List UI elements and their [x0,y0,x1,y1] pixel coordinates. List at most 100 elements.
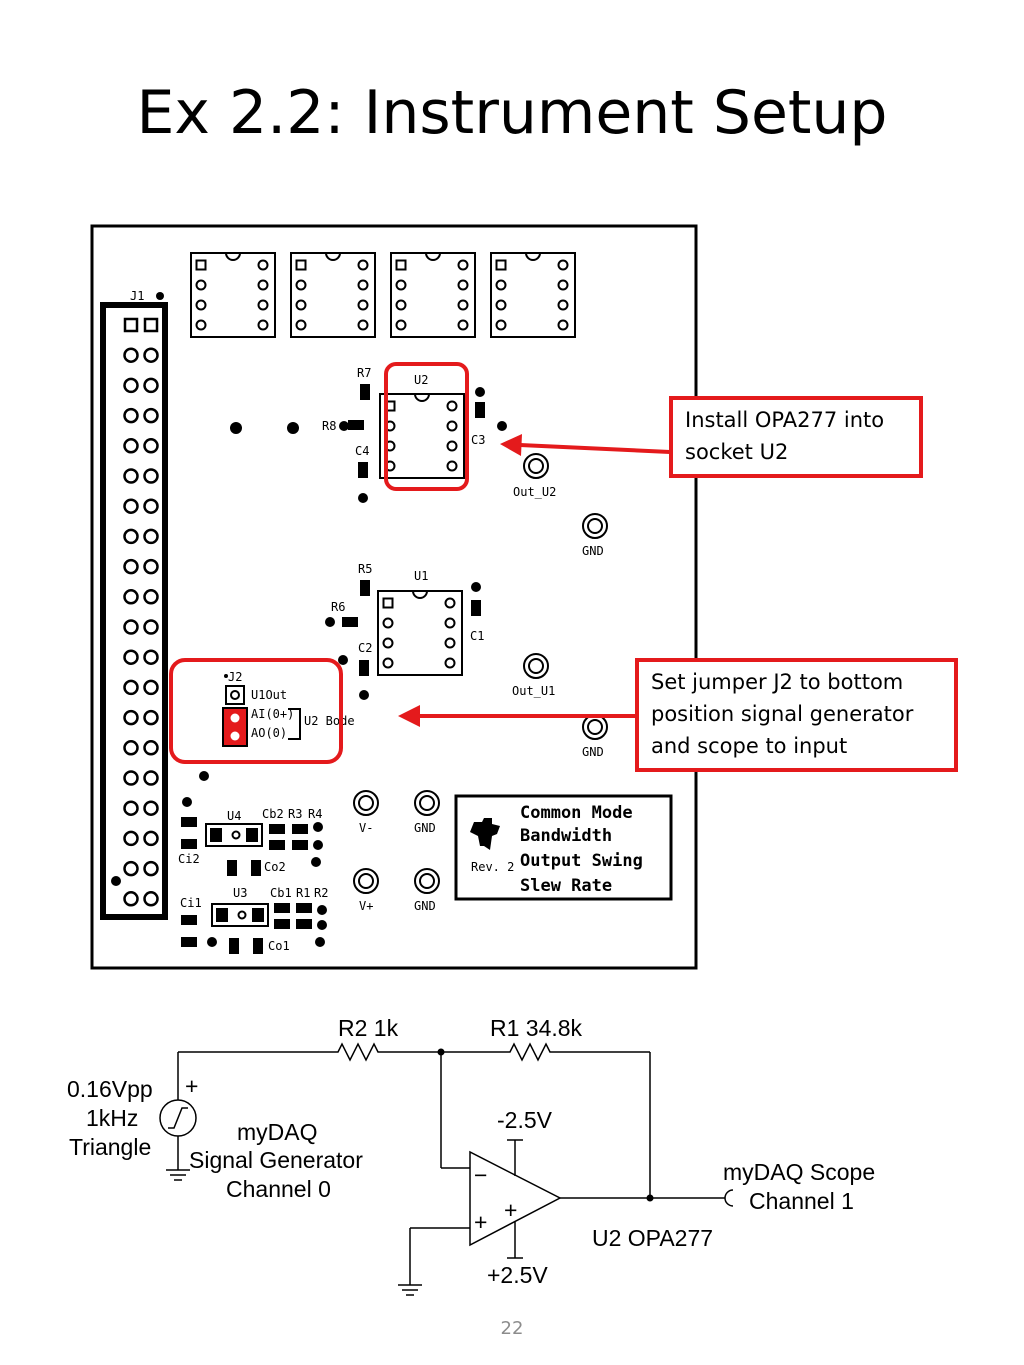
callout-jumper-j2: Set jumper J2 to bottom position signal … [635,658,958,772]
svg-text:R7: R7 [357,366,371,380]
svg-text:AI(0+): AI(0+) [251,707,294,721]
svg-text:Channel 1: Channel 1 [749,1188,854,1214]
svg-text:U2 OPA277: U2 OPA277 [592,1225,713,1251]
j1-pin [123,770,139,786]
scope-probe-icon [724,1189,734,1207]
j1-pin [143,860,159,877]
j1-pin [143,468,159,484]
j1-pin [123,709,139,726]
j1-pin [143,317,159,333]
svg-text:Co1: Co1 [268,939,290,953]
svg-text:Bandwidth: Bandwidth [520,826,612,846]
svg-text:+2.5V: +2.5V [487,1262,548,1288]
svg-text:R2: R2 [314,886,328,900]
svg-text:myDAQ Scope: myDAQ Scope [723,1159,875,1185]
svg-text:GND: GND [414,899,436,913]
svg-text:Co2: Co2 [264,860,286,874]
svg-text:GND: GND [414,821,436,835]
j1-pin [123,860,139,877]
j1-pin [123,740,139,756]
svg-text:R5: R5 [358,562,372,576]
resistor-r1 [502,1042,560,1062]
j1-pin [123,377,139,394]
j1-pin [143,589,159,605]
j1-pin [123,438,139,454]
j1-pin [123,468,139,484]
socket-u1: U1 R5 R6 C2 C1 [325,562,484,700]
svg-text:C2: C2 [358,641,372,655]
j1-pin [123,317,139,333]
svg-text:Output Swing: Output Swing [520,851,643,871]
arrow-u2 [500,434,671,456]
header-j1: J1 [100,289,168,920]
svg-text:Ci2: Ci2 [178,852,200,866]
svg-text:+: + [474,1209,487,1235]
j1-pin [143,558,159,575]
svg-text:myDAQ: myDAQ [237,1119,318,1145]
j1-pin [143,528,159,545]
j1-pin [143,377,159,394]
svg-text:Cb1: Cb1 [270,886,292,900]
svg-text:C4: C4 [355,444,369,458]
svg-text:U1Out: U1Out [251,688,287,702]
j1-pin [123,830,139,847]
svg-text:R6: R6 [331,600,345,614]
j1-pin [143,679,159,696]
svg-text:Signal Generator: Signal Generator [189,1147,363,1173]
svg-text:AO(0): AO(0) [251,726,287,740]
slide-title: Ex 2.2: Instrument Setup [136,78,888,148]
svg-text:U2: U2 [414,373,428,387]
j2-highlight [169,658,343,764]
svg-text:R1: R1 [296,886,310,900]
svg-text:J2: J2 [228,670,242,684]
j1-pin [143,891,159,907]
svg-text:Common Mode: Common Mode [520,803,633,823]
svg-text:Rev. 2: Rev. 2 [471,860,514,874]
svg-text:C3: C3 [471,433,485,447]
svg-text:U3: U3 [233,886,247,900]
label-j1: J1 [130,289,144,303]
j1-pin [123,679,139,696]
svg-text:U4: U4 [227,809,241,823]
svg-text:Out_U1: Out_U1 [512,684,555,698]
j1-pin [123,558,139,575]
j1-pin [143,438,159,454]
svg-text:R1 34.8k: R1 34.8k [490,1015,583,1041]
j1-pin [123,528,139,545]
svg-text:1kHz: 1kHz [86,1105,138,1131]
pcb-board-diagram: J1 U2 R7 R8 C4 C3 Out_U2 GND U1 R5 R6 [90,224,698,970]
u2-highlight [384,362,469,491]
j1-pin [123,649,139,665]
svg-text:Channel 0: Channel 0 [226,1176,331,1202]
svg-text:+: + [185,1073,198,1099]
svg-text:U1: U1 [414,569,428,583]
callout-install-u2: Install OPA277 into socket U2 [669,396,923,478]
j1-pin [123,619,139,635]
j1-pin [143,800,159,816]
svg-text:R8: R8 [322,419,336,433]
j1-pin [143,740,159,756]
page-number: 22 [500,1318,524,1339]
j1-pin [123,498,139,514]
svg-text:C1: C1 [470,629,484,643]
svg-text:Cb2: Cb2 [262,807,284,821]
resistor-r2 [328,1042,388,1062]
svg-text:Ci1: Ci1 [180,896,202,910]
svg-text:0.16Vpp: 0.16Vpp [67,1076,153,1102]
svg-text:GND: GND [582,745,604,759]
svg-text:+: + [504,1197,517,1223]
socket-u2: U2 R7 R8 C4 C3 [230,366,507,503]
svg-text:R2 1k: R2 1k [338,1015,399,1041]
j1-pin [143,830,159,847]
svg-text:Triangle: Triangle [69,1134,151,1160]
j1-pin [143,649,159,665]
svg-text:V+: V+ [359,899,373,913]
j1-pin [143,498,159,514]
svg-text:Out_U2: Out_U2 [513,485,556,499]
j1-pin [123,891,139,907]
svg-text:−: − [474,1162,487,1188]
j1-pin [123,800,139,816]
ti-logo-icon [470,818,500,850]
svg-text:V-: V- [359,821,373,835]
